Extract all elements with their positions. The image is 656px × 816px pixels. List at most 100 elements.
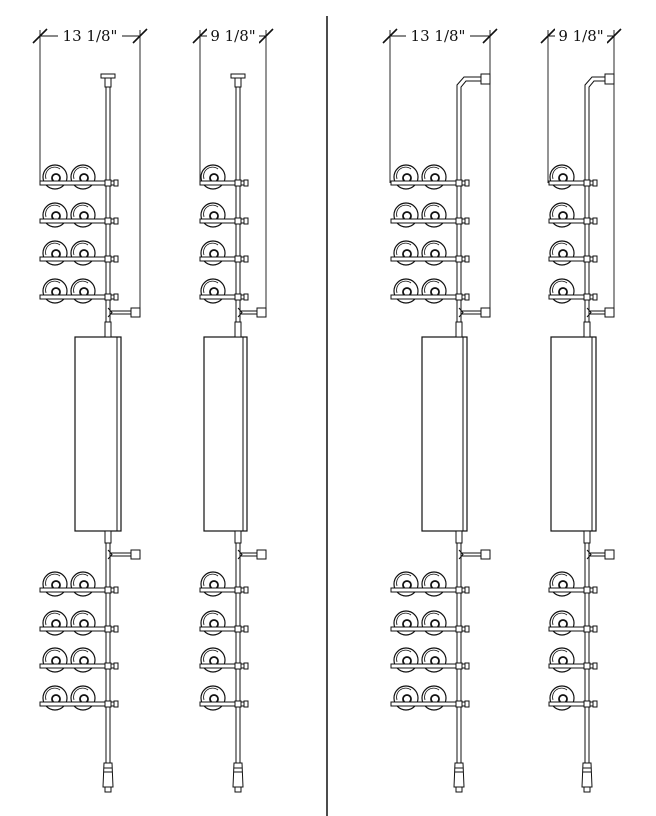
shelf-clamp [104, 217, 112, 225]
cabinet-panel [421, 321, 468, 544]
bottle-highlight [552, 687, 568, 701]
ceiling-mount-stem [104, 77, 112, 88]
cabinet-top-connector [455, 321, 463, 338]
bottle-outline [421, 164, 447, 190]
bottle-row [548, 278, 598, 304]
cabinet-panel [74, 321, 122, 544]
units-layer: 13 1/8"9 1/8"13 1/8"9 1/8" [32, 26, 622, 793]
shelf-rail [390, 180, 467, 186]
shelf-end-cap [113, 179, 119, 187]
shelf-rail [39, 294, 116, 300]
bottle-highlight [396, 687, 412, 701]
bottle-highlight [45, 573, 61, 587]
bottle-row [548, 240, 598, 266]
shelf-bar [390, 625, 470, 633]
bottle-row [548, 571, 598, 597]
bottle-outline [421, 202, 447, 228]
shelf-clamp [104, 662, 112, 670]
bottle-row [390, 240, 470, 266]
bottle-outline [42, 571, 68, 597]
bottle-highlight [552, 612, 568, 626]
bottle-row [390, 202, 470, 228]
arm-joint [107, 307, 113, 318]
shelf-end-cap [243, 217, 249, 225]
lower-side-arm [107, 549, 141, 560]
shelf-bar [548, 255, 598, 263]
shelf-clamp [104, 255, 112, 263]
shelf-bar [548, 586, 598, 594]
shelf-end-cap [243, 700, 249, 708]
bottle-row [548, 610, 598, 636]
bottle-row [548, 647, 598, 673]
shelf-bar [390, 255, 470, 263]
shelf-rail [390, 626, 467, 632]
arm-joint [237, 307, 243, 318]
bottle-outline [200, 571, 226, 597]
shelf-end-cap [243, 662, 249, 670]
dimension-callout: 13 1/8" [32, 26, 148, 312]
unit-2: 9 1/8" [192, 26, 274, 793]
shelf-clamp [455, 700, 463, 708]
shelf-clamp [234, 662, 242, 670]
shelf-rail [390, 663, 467, 669]
unit-4: 9 1/8" [540, 26, 622, 793]
shelf-rail [390, 256, 467, 262]
shelf-bar [390, 586, 470, 594]
bottle-row [390, 164, 470, 190]
bottle-icon [70, 610, 96, 636]
support-pole [230, 73, 246, 793]
bottle-outline [421, 610, 447, 636]
bottle-highlight [45, 242, 61, 256]
shelf-end-cap [592, 586, 598, 594]
bottle-outline [200, 240, 226, 266]
upper-bottle-rack [199, 164, 267, 318]
shelf-end-cap [243, 293, 249, 301]
floor-foot [453, 762, 465, 788]
cabinet-top-connector [583, 321, 591, 338]
shelf-end-cap [592, 662, 598, 670]
shelf-rail [39, 587, 116, 593]
bottle-row [39, 278, 119, 304]
cabinet-bottom-connector [455, 530, 463, 544]
foot-base [455, 786, 463, 793]
arm-end-cap [480, 549, 491, 560]
dimension-callout: 9 1/8" [540, 26, 622, 312]
bottle-outline [200, 278, 226, 304]
bottle-highlight [73, 612, 89, 626]
ceiling-mount-stem [234, 77, 242, 88]
shelf-bar [39, 217, 119, 225]
bottle-outline [393, 240, 419, 266]
foot-base [234, 786, 242, 793]
shelf-clamp [583, 586, 591, 594]
bottle-row [199, 610, 249, 636]
shelf-bar [548, 625, 598, 633]
bottle-row [548, 685, 598, 711]
bottle-highlight [552, 204, 568, 218]
bottle-outline [70, 685, 96, 711]
bottle-highlight [45, 280, 61, 294]
pole-bend-inner [460, 80, 482, 330]
shelf-bar [199, 700, 249, 708]
lower-bottle-rack [548, 549, 615, 711]
bottle-icon [549, 647, 575, 673]
bottle-outline [421, 685, 447, 711]
shelf-rail [390, 701, 467, 707]
bottle-highlight [203, 687, 219, 701]
bottle-outline [549, 571, 575, 597]
bottle-outline [42, 685, 68, 711]
bottle-highlight [424, 612, 440, 626]
shelf-bar [39, 255, 119, 263]
shelf-bar [548, 179, 598, 187]
arm-end-cap [604, 549, 615, 560]
shelf-bar [548, 662, 598, 670]
shelf-bar [39, 293, 119, 301]
bottle-icon [200, 610, 226, 636]
bottle-highlight [552, 242, 568, 256]
arm-joint [458, 307, 464, 318]
shelf-end-cap [592, 700, 598, 708]
bottle-outline [549, 202, 575, 228]
shelf-end-cap [243, 625, 249, 633]
bottle-highlight [552, 166, 568, 180]
support-pole [453, 73, 491, 793]
shelf-bar [548, 700, 598, 708]
